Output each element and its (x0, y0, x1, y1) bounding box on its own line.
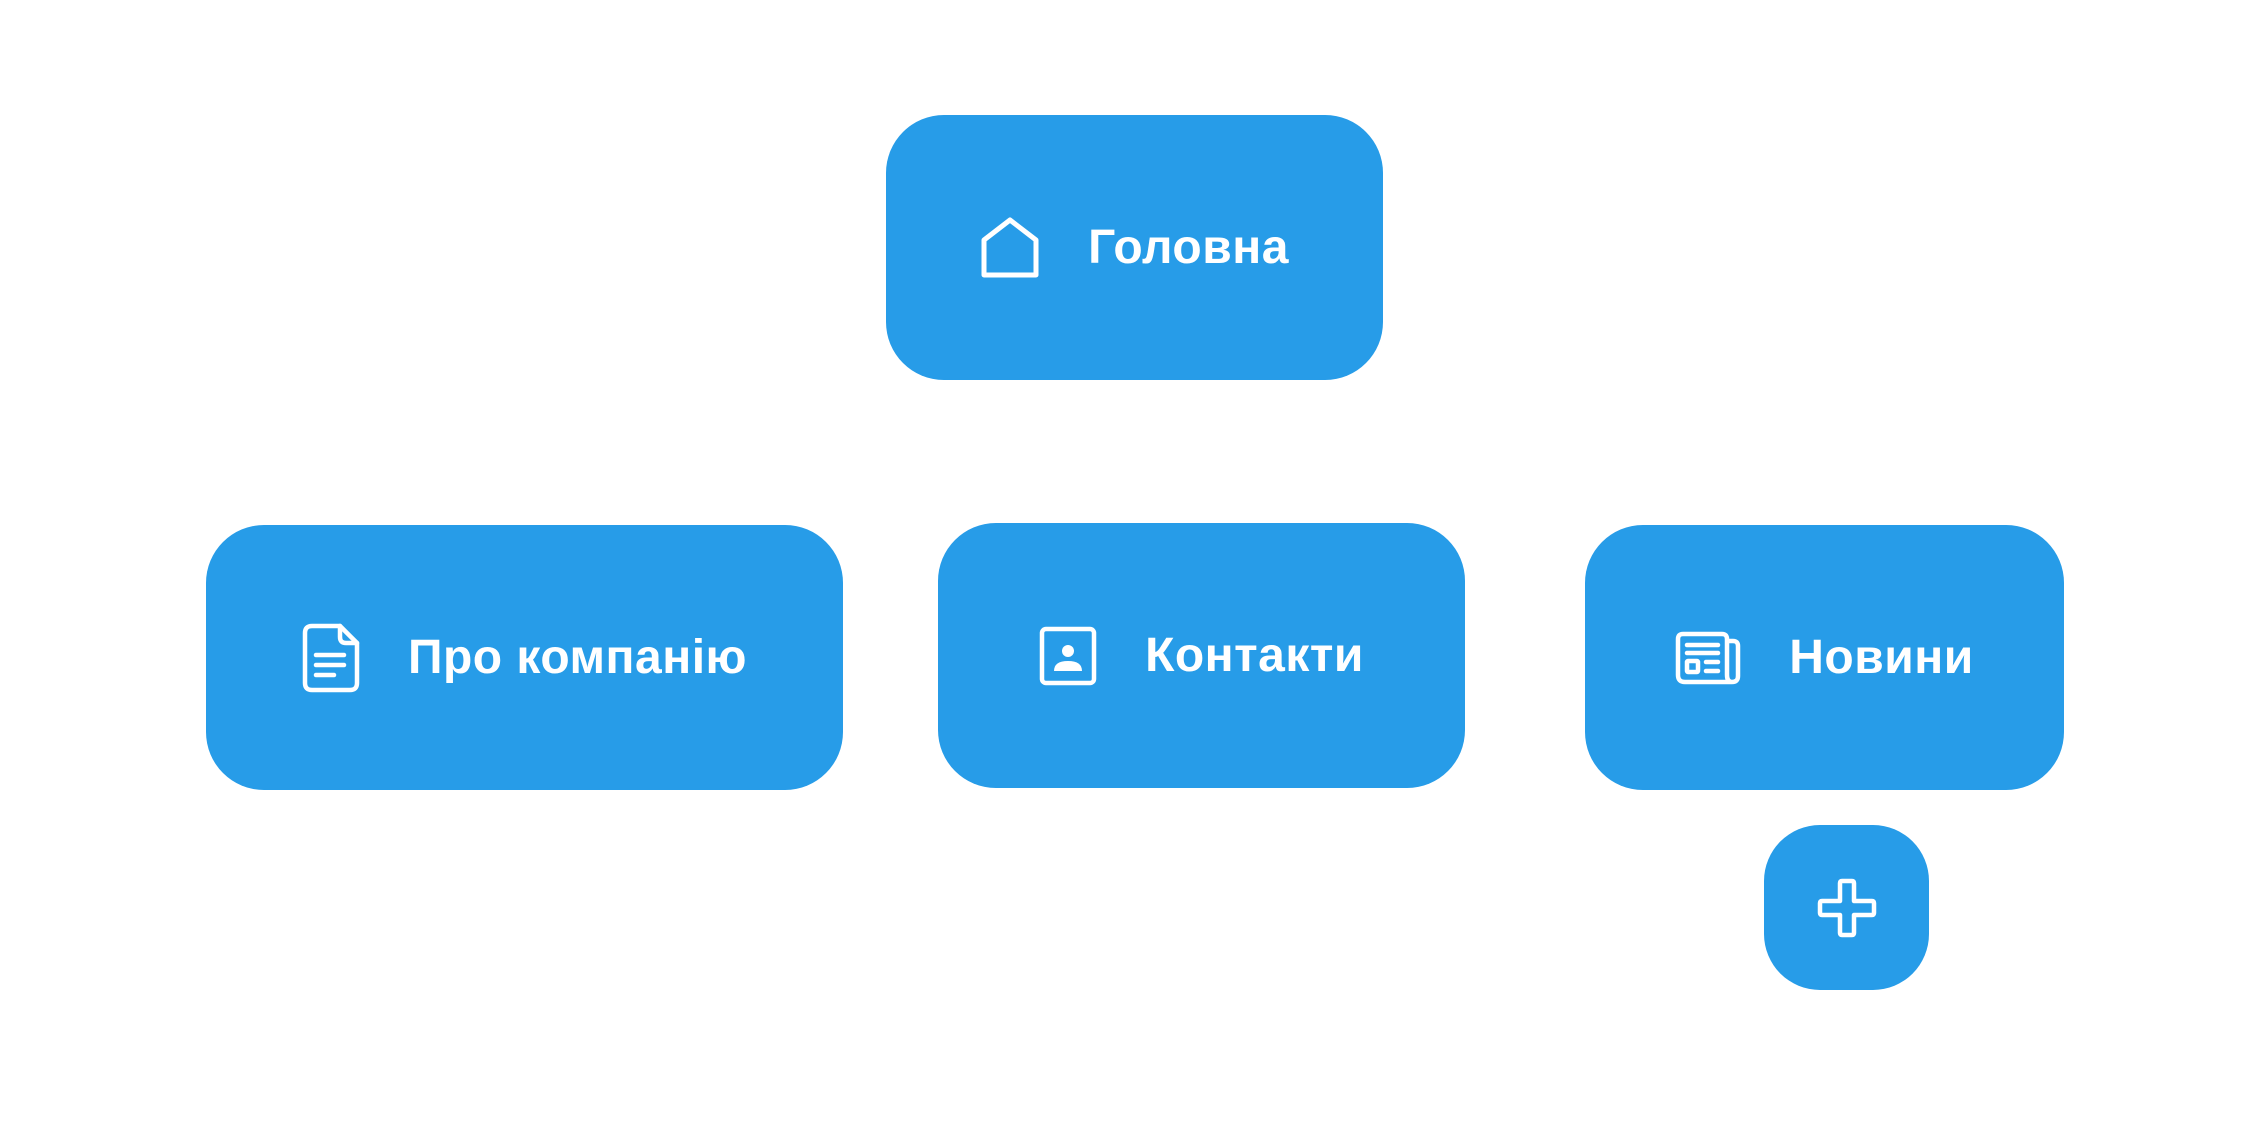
newspaper-icon (1675, 631, 1741, 685)
contacts-button[interactable]: Контакти (938, 523, 1465, 788)
home-icon (980, 217, 1040, 279)
news-label: Новини (1789, 630, 1974, 684)
home-button[interactable]: Головна (886, 115, 1383, 380)
home-label: Головна (1088, 220, 1289, 274)
document-icon (302, 623, 360, 693)
plus-icon (1817, 878, 1877, 938)
about-company-button[interactable]: Про компанію (206, 525, 843, 790)
about-company-label: Про компанію (407, 630, 748, 684)
contact-card-icon (1039, 626, 1097, 686)
contacts-label: Контакти (1145, 628, 1364, 682)
add-button[interactable] (1764, 825, 1929, 990)
news-button[interactable]: Новини (1585, 525, 2064, 790)
